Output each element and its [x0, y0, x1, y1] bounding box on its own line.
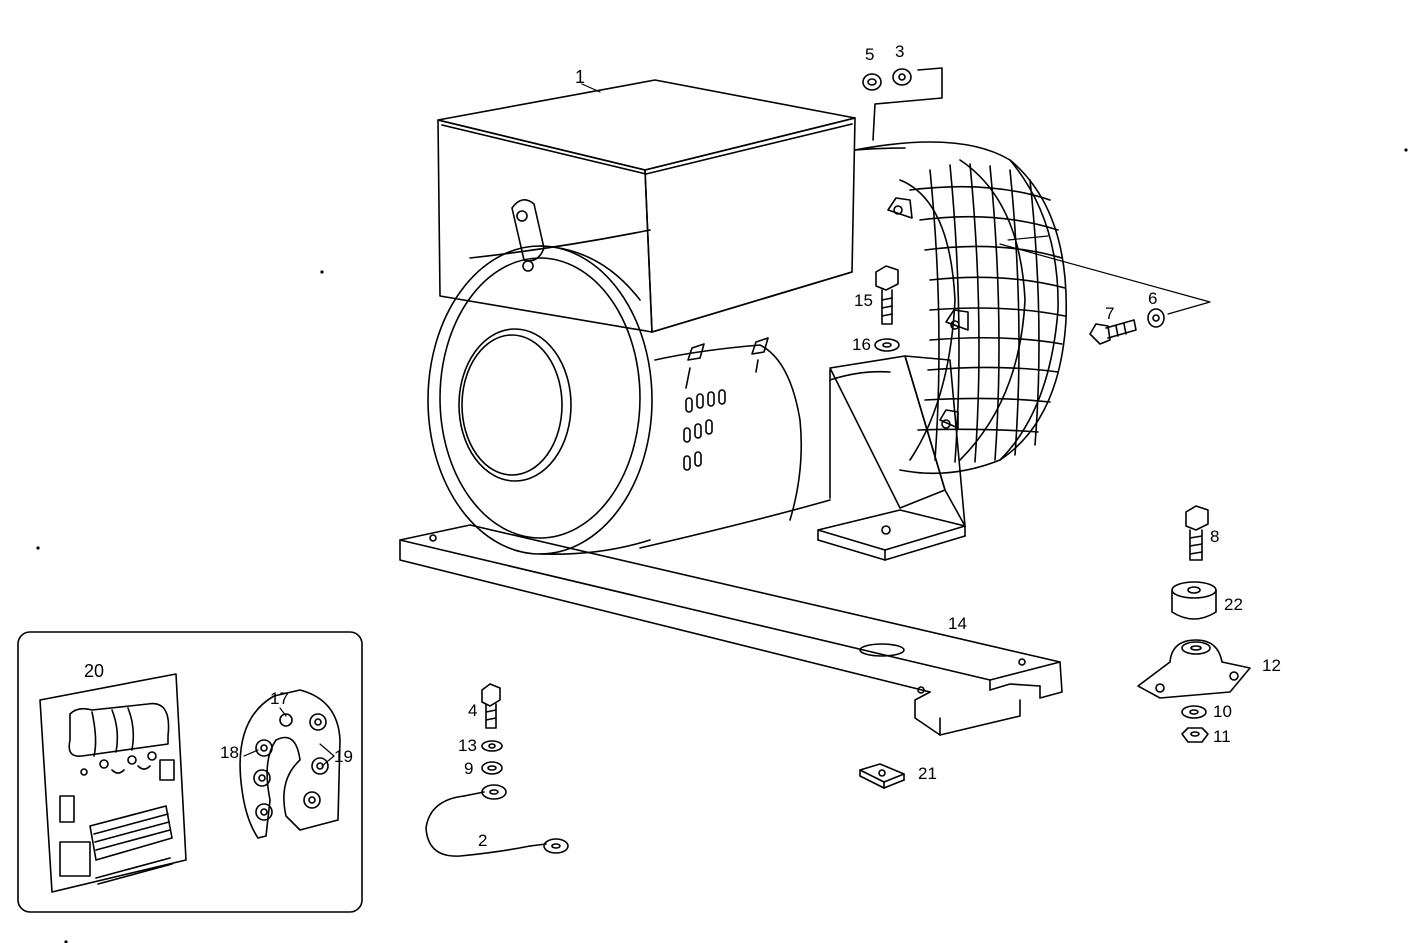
leader-3 — [872, 67, 943, 141]
fan-cover — [854, 141, 1068, 475]
bolt-7 — [1089, 319, 1137, 345]
leader-18 — [243, 749, 259, 757]
rectifier-plate — [239, 689, 341, 839]
inset-panel — [17, 631, 363, 913]
callout-12: 12 — [1262, 656, 1281, 675]
callout-4: 4 — [468, 701, 478, 720]
callout-5: 5 — [865, 45, 875, 64]
callout-13: 13 — [458, 736, 477, 755]
callout-20: 20 — [84, 661, 105, 681]
callout-21: 21 — [918, 764, 937, 783]
speck — [36, 546, 40, 550]
washer-10 — [1181, 705, 1207, 719]
regulator-board-20 — [39, 673, 187, 893]
buffer-22 — [1171, 581, 1217, 620]
nut-5 — [862, 73, 882, 91]
callout-19: 19 — [334, 747, 353, 766]
washer-16 — [874, 338, 900, 352]
washer-9 — [481, 761, 503, 775]
callout-14: 14 — [948, 614, 967, 633]
plate-21 — [859, 763, 905, 789]
callout-1: 1 — [575, 67, 586, 87]
speck — [320, 270, 324, 274]
leader-19b — [321, 755, 335, 767]
generator-body — [427, 229, 891, 556]
callout-3: 3 — [895, 42, 905, 61]
nut-11 — [1181, 727, 1209, 743]
washer-6 — [1147, 308, 1165, 328]
callout-8: 8 — [1210, 527, 1220, 546]
leader-fan — [1007, 235, 1049, 241]
callout-22: 22 — [1224, 595, 1243, 614]
leader-17 — [279, 707, 287, 717]
support-foot — [817, 355, 966, 561]
vent-slots — [683, 389, 726, 471]
earth-cable-2 — [425, 784, 569, 857]
terminal-box — [437, 79, 856, 333]
callout-11: 11 — [1213, 727, 1231, 746]
callout-15: 15 — [854, 291, 873, 310]
leader-6 — [999, 243, 1211, 315]
callout-17: 17 — [270, 689, 289, 708]
callout-7: 7 — [1105, 304, 1115, 323]
callout-16: 16 — [852, 335, 871, 354]
leader-19a — [319, 743, 335, 757]
callout-10: 10 — [1213, 702, 1232, 721]
mount-12 — [1137, 639, 1251, 699]
bolt-8 — [1185, 505, 1209, 561]
bolt-4 — [481, 683, 501, 729]
callout-9: 9 — [464, 759, 474, 778]
callout-2: 2 — [478, 831, 488, 850]
washer-13 — [481, 740, 503, 752]
callout-6: 6 — [1148, 289, 1158, 308]
leader-1 — [581, 83, 601, 93]
washer-3 — [892, 68, 912, 86]
speck — [1404, 148, 1408, 152]
base-rail — [399, 524, 1063, 736]
bolt-15 — [875, 265, 899, 325]
callout-18: 18 — [220, 743, 239, 762]
